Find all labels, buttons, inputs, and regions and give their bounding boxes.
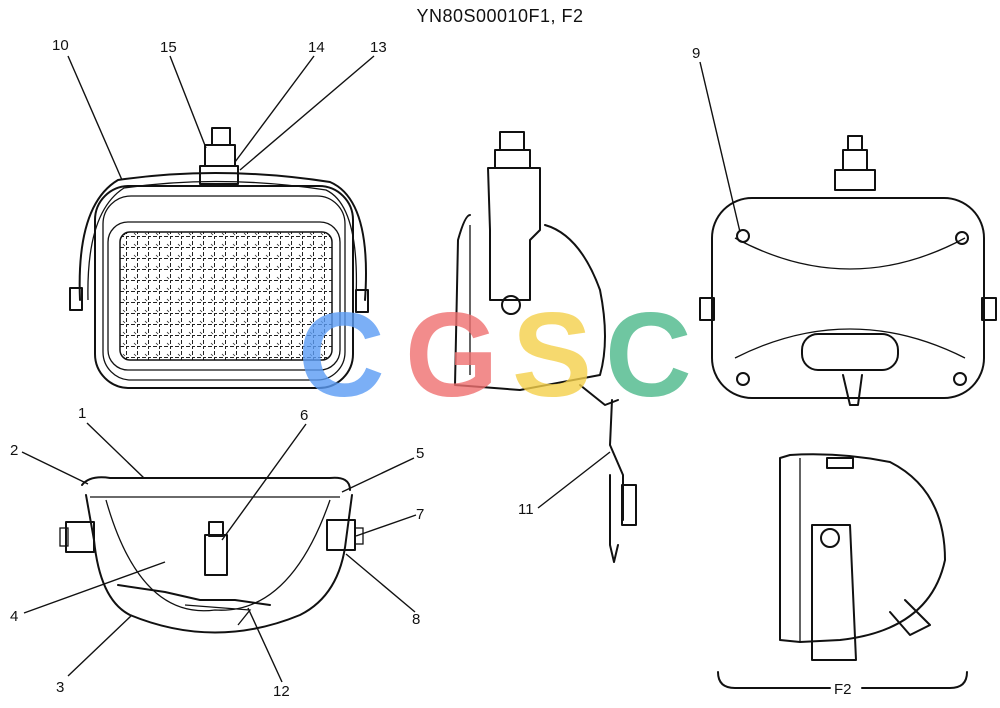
watermark-letter-c2: C: [605, 288, 692, 422]
callout-3: 3: [56, 679, 64, 696]
f2-detail-view: [717, 453, 968, 689]
lamp-top-view: [59, 476, 364, 634]
callout-6: 6: [300, 407, 308, 424]
callout-5: 5: [416, 445, 424, 462]
callout-8: 8: [412, 611, 420, 628]
watermark-letter-g: G: [405, 288, 498, 422]
cgsc-watermark: C G S C: [298, 288, 692, 422]
f2-label: F2: [834, 681, 852, 698]
callout-12: 12: [273, 683, 290, 700]
lamp-side-view: [454, 131, 637, 563]
callout-11: 11: [518, 501, 534, 518]
callout-numbers: 10 15 14 13 9 1 6 2 5 7 11 4 8 3 12 F2: [10, 37, 852, 700]
callout-1: 1: [78, 405, 86, 422]
callout-9: 9: [692, 45, 700, 62]
lamp-rear-view: [699, 135, 997, 406]
callout-4: 4: [10, 608, 18, 625]
diagram-title: YN80S00010F1, F2: [416, 6, 584, 26]
callout-2: 2: [10, 442, 18, 459]
callout-13: 13: [370, 39, 387, 56]
lamp-front-view: [69, 127, 369, 389]
callout-15: 15: [160, 39, 177, 56]
watermark-letter-s: S: [512, 288, 592, 422]
callout-10: 10: [52, 37, 69, 54]
callout-7: 7: [416, 506, 424, 523]
callout-leaders: [21, 55, 741, 683]
watermark-letter-c1: C: [298, 288, 385, 422]
callout-14: 14: [308, 39, 325, 56]
